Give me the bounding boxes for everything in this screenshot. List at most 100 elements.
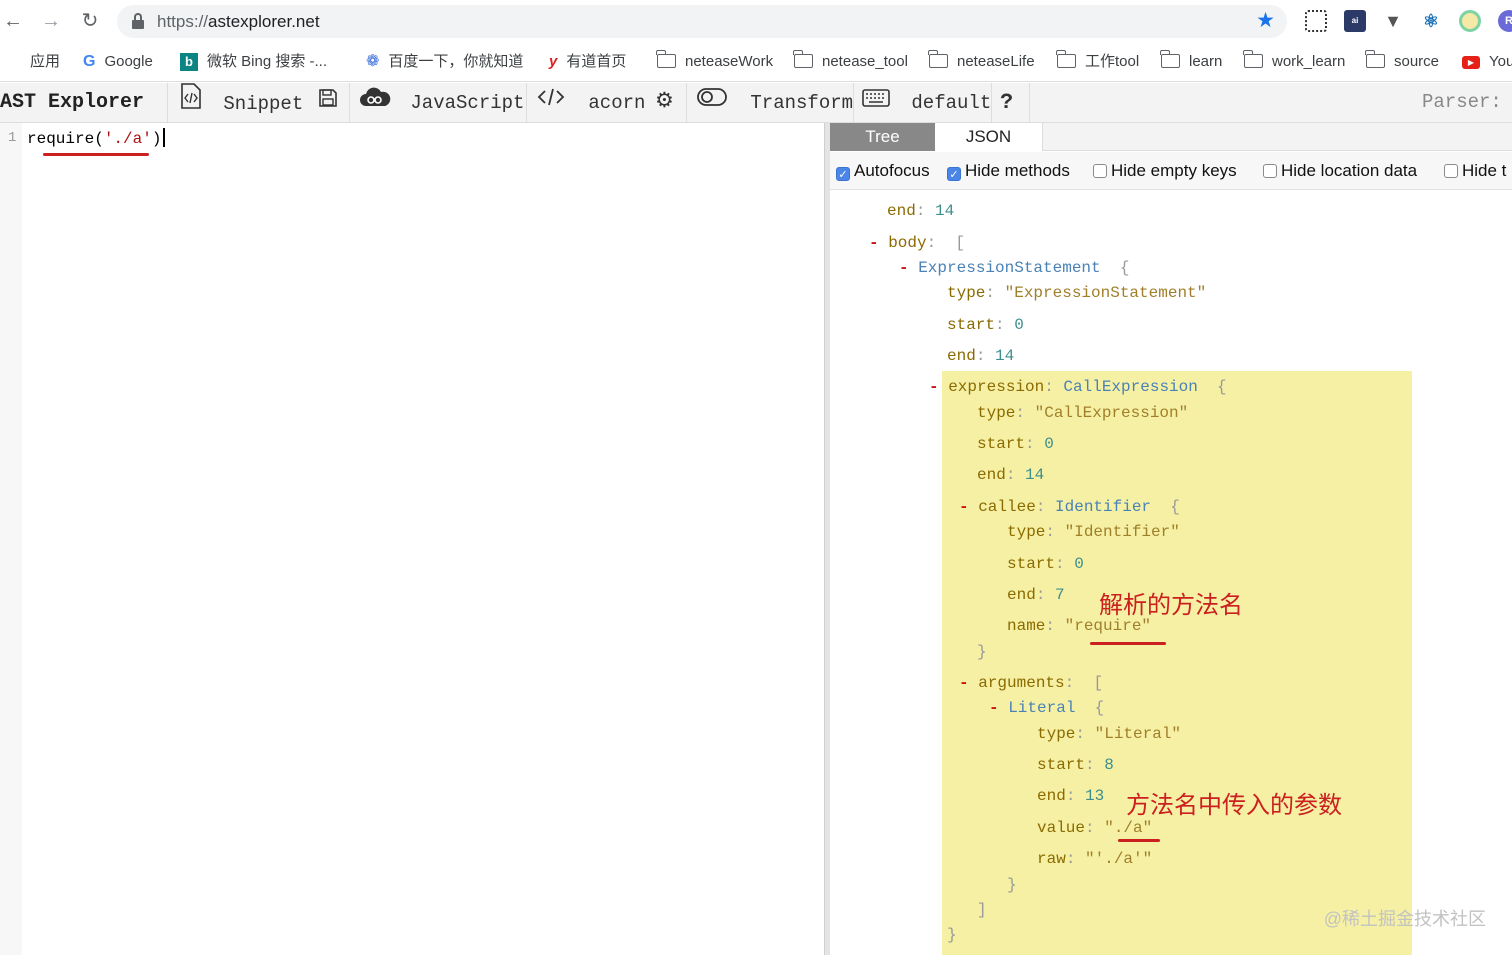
vue-devtools-icon[interactable]: ▼ [1384,11,1402,31]
bookmark-work-learn[interactable]: work_learn [1243,49,1345,72]
save-icon[interactable] [319,83,337,122]
output-tabs: Tree JSON [830,123,1512,151]
code-editor[interactable]: 1 require('./a') [0,123,824,955]
tree-node-literal[interactable]: - Literal { [989,699,1105,717]
toolbar-divider [349,83,350,122]
tab-json[interactable]: JSON [935,123,1043,151]
baidu-paw-icon: ❁ [366,53,380,71]
bookmark-star-icon[interactable]: ★ [1256,9,1275,32]
option-autofocus[interactable]: ✓Autofocus [836,161,930,181]
transform-toggle[interactable]: Transform [697,83,853,122]
ast-tree: end: 14 - body: [ - ExpressionStatement … [830,191,1512,955]
lock-icon [132,13,144,29]
tree-prop-end: end: 14 [887,202,955,220]
code-brackets-icon [537,83,565,122]
annotation-method-name: 解析的方法名 [1099,592,1243,619]
tab-tree[interactable]: Tree [830,123,935,151]
color-extension-icon[interactable] [1459,10,1481,32]
bookmark-source[interactable]: source [1365,49,1439,72]
bing-icon: b [180,53,198,72]
google-icon: G [83,53,96,71]
tree-close-brace: } [977,643,987,661]
help-button[interactable]: ? [1000,90,1014,115]
toolbar-divider [1029,83,1030,122]
annotation-method-args: 方法名中传入的参数 [1126,792,1342,819]
checkbox-unchecked-icon[interactable] [1093,164,1107,178]
option-hide-type-keys[interactable]: Hide t [1444,161,1506,181]
forward-arrow-icon[interactable]: → [41,10,61,32]
tree-prop-start: start: 8 [1037,756,1114,774]
folder-icon [1056,49,1076,68]
checkbox-unchecked-icon[interactable] [1444,164,1458,178]
tree-prop-end: end: 13 [1037,787,1105,805]
ast-toolbar: AST Explorer Snippet JavaScript acorn ⚙ … [0,83,1512,123]
tree-prop-name: name: "require" [1007,617,1152,635]
file-code-icon [180,83,202,124]
snippet-button[interactable]: Snippet [180,83,303,122]
tree-prop-type: type: "Literal" [1037,725,1182,743]
tree-node-arguments[interactable]: - arguments: [ [959,674,1104,692]
tree-node-call-expression[interactable]: - expression: CallExpression { [929,378,1227,396]
back-arrow-icon[interactable]: ← [3,10,23,32]
checkbox-checked-icon[interactable]: ✓ [947,167,961,181]
option-hide-empty-keys[interactable]: Hide empty keys [1093,161,1237,181]
profile-extension-icon[interactable]: R [1498,10,1512,32]
tree-prop-raw: raw: "'./a'" [1037,850,1153,868]
option-hide-location-data[interactable]: Hide location data [1263,161,1417,181]
language-select[interactable]: JavaScript [359,83,524,122]
react-devtools-icon[interactable]: ⚛ [1422,11,1440,31]
tree-node-body[interactable]: - body: [ [869,234,966,252]
bookmark-neteasework[interactable]: neteaseWork [656,49,773,72]
checkbox-checked-icon[interactable]: ✓ [836,167,850,181]
collapse-toggle-icon: - [869,234,889,252]
collapse-toggle-icon: - [899,259,919,277]
parser-settings-gear-icon[interactable]: ⚙ [655,91,674,114]
tree-node-callee[interactable]: - callee: Identifier { [959,498,1180,516]
keyboard-icon [862,83,890,122]
folder-icon [793,49,813,68]
toolbar-divider [526,83,527,122]
youtube-icon: ▶ [1462,55,1480,69]
code-line[interactable]: require('./a') [27,128,165,148]
reload-icon[interactable]: ↻ [81,10,99,32]
bookmark-apps[interactable]: 应用 [5,52,60,72]
browser-address-row: ← → ↻ https://astexplorer.net ★ ai ▼ ⚛ R [0,0,1512,42]
qr-code-extension-icon[interactable] [1305,10,1327,32]
bookmark-neteaselife[interactable]: neteaseLife [928,49,1035,72]
tree-node-expression-statement[interactable]: - ExpressionStatement { [899,259,1130,277]
extension-icon[interactable]: ai [1344,10,1366,32]
checkbox-unchecked-icon[interactable] [1263,164,1277,178]
apps-grid-icon [5,54,21,70]
bookmark-work-tool[interactable]: 工作tool [1056,49,1139,72]
bookmark-youtube[interactable]: ▶You [1462,52,1512,72]
tree-prop-type: type: "ExpressionStatement" [947,284,1207,302]
keymap-select[interactable]: default [862,83,991,122]
collapse-toggle-icon: - [959,498,979,516]
annotation-underline [1118,839,1160,842]
tree-prop-start: start: 0 [977,435,1054,453]
text-cursor [163,128,165,147]
option-hide-methods[interactable]: ✓Hide methods [947,161,1070,181]
tree-options-bar: ✓Autofocus ✓Hide methods Hide empty keys… [830,152,1512,190]
folder-icon [1365,49,1385,68]
collapse-toggle-icon: - [929,378,949,396]
tree-prop-type: type: "Identifier" [1007,523,1180,541]
parser-select[interactable]: acorn [537,83,645,122]
line-number: 1 [8,130,17,146]
toolbar-divider [991,83,992,122]
annotation-underline [1090,642,1166,645]
tree-prop-start: start: 0 [1007,555,1084,573]
highlighted-node [942,371,1412,955]
parser-label: Parser: [1422,91,1502,113]
bookmark-learn[interactable]: learn [1160,49,1222,72]
bookmark-netease-tool[interactable]: netease_tool [793,49,908,72]
panel-splitter[interactable] [824,123,830,955]
address-bar[interactable]: https://astexplorer.net ★ [117,5,1287,38]
url-text[interactable]: https://astexplorer.net [157,12,320,31]
toggle-off-icon [697,83,727,122]
bookmark-baidu[interactable]: ❁百度一下，你就知道 [366,53,524,71]
